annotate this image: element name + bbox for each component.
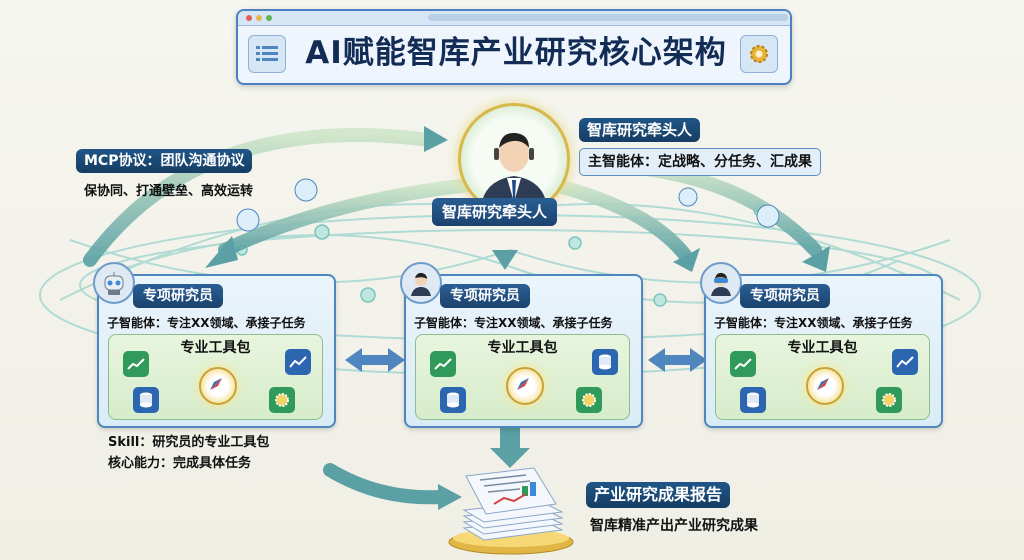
leader-caption: 智库研究牵头人 xyxy=(432,198,558,226)
mcp-label: MCP协议：团队沟通协议 xyxy=(76,149,253,173)
leader-caption-text: 智库研究牵头人 xyxy=(442,203,548,221)
skill-line-1: Skill：研究员的专业工具包 xyxy=(108,435,270,450)
toolbox-title: 专业工具包 xyxy=(787,340,858,356)
leader-role-box: 主智能体：定战略、分任务、汇成果 xyxy=(579,148,821,176)
researcher-panel-1: 专项研究员 子智能体：专注XX领域、承接子任务 专业工具包 xyxy=(93,262,336,428)
leader-person-icon xyxy=(481,132,547,206)
mcp-label-text: MCP协议：团队沟通协议 xyxy=(84,153,245,169)
researcher-sub: 子智能体：专注XX领域、承接子任务 xyxy=(714,316,913,330)
title-window: AI赋能智库产业研究核心架构 xyxy=(236,9,792,85)
report-desc: 智库精准产出产业研究成果 xyxy=(590,518,758,534)
vr-researcher-avatar-icon xyxy=(700,262,742,304)
researcher-panel-2: 专项研究员 子智能体：专注XX领域、承接子任务 专业工具包 xyxy=(400,262,643,428)
skill-line-2: 核心能力：完成具体任务 xyxy=(108,456,252,471)
window-titlebar xyxy=(238,11,790,26)
researcher-title: 专项研究员 xyxy=(133,284,223,308)
database-icon xyxy=(133,387,159,413)
compass-icon xyxy=(806,367,844,405)
chart-growth-icon xyxy=(430,351,456,377)
chart-trend-icon xyxy=(285,349,311,375)
report-label-text: 产业研究成果报告 xyxy=(594,485,723,504)
chart-growth-icon xyxy=(123,351,149,377)
gear-icon xyxy=(740,35,778,73)
leader-name-tag: 智库研究牵头人 xyxy=(579,118,701,142)
report-label: 产业研究成果报告 xyxy=(586,482,731,508)
chart-trend-icon xyxy=(892,349,918,375)
close-dot-icon xyxy=(246,15,252,21)
robot-avatar-icon xyxy=(93,262,135,304)
page-title: AI赋能智库产业研究核心架构 xyxy=(305,35,727,71)
address-bar xyxy=(428,14,788,21)
toolbox-title: 专业工具包 xyxy=(487,340,558,356)
researcher-sub: 子智能体：专注XX领域、承接子任务 xyxy=(414,316,613,330)
gear-icon xyxy=(576,387,602,413)
toolbox: 专业工具包 xyxy=(715,334,930,420)
menu-list-icon xyxy=(248,35,286,73)
toolbox: 专业工具包 xyxy=(415,334,630,420)
researcher-sub: 子智能体：专注XX领域、承接子任务 xyxy=(107,316,306,330)
mcp-desc: 保协同、打通壁垒、高效运转 xyxy=(84,184,254,199)
database-icon xyxy=(440,387,466,413)
leader-name-text: 智库研究牵头人 xyxy=(587,121,693,139)
database-icon xyxy=(592,349,618,375)
leader-role-text: 主智能体：定战略、分任务、汇成果 xyxy=(588,154,812,170)
researcher-title: 专项研究员 xyxy=(740,284,830,308)
report-stack-icon xyxy=(446,464,576,556)
compass-icon xyxy=(506,367,544,405)
chart-growth-icon xyxy=(730,351,756,377)
gear-icon xyxy=(876,387,902,413)
maximize-dot-icon xyxy=(266,15,272,21)
database-icon xyxy=(740,387,766,413)
toolbox: 专业工具包 xyxy=(108,334,323,420)
gear-icon xyxy=(269,387,295,413)
compass-icon xyxy=(199,367,237,405)
minimize-dot-icon xyxy=(256,15,262,21)
toolbox-title: 专业工具包 xyxy=(180,340,251,356)
researcher-avatar-icon xyxy=(400,262,442,304)
researcher-title: 专项研究员 xyxy=(440,284,530,308)
researcher-panel-3: 专项研究员 子智能体：专注XX领域、承接子任务 专业工具包 xyxy=(700,262,943,428)
